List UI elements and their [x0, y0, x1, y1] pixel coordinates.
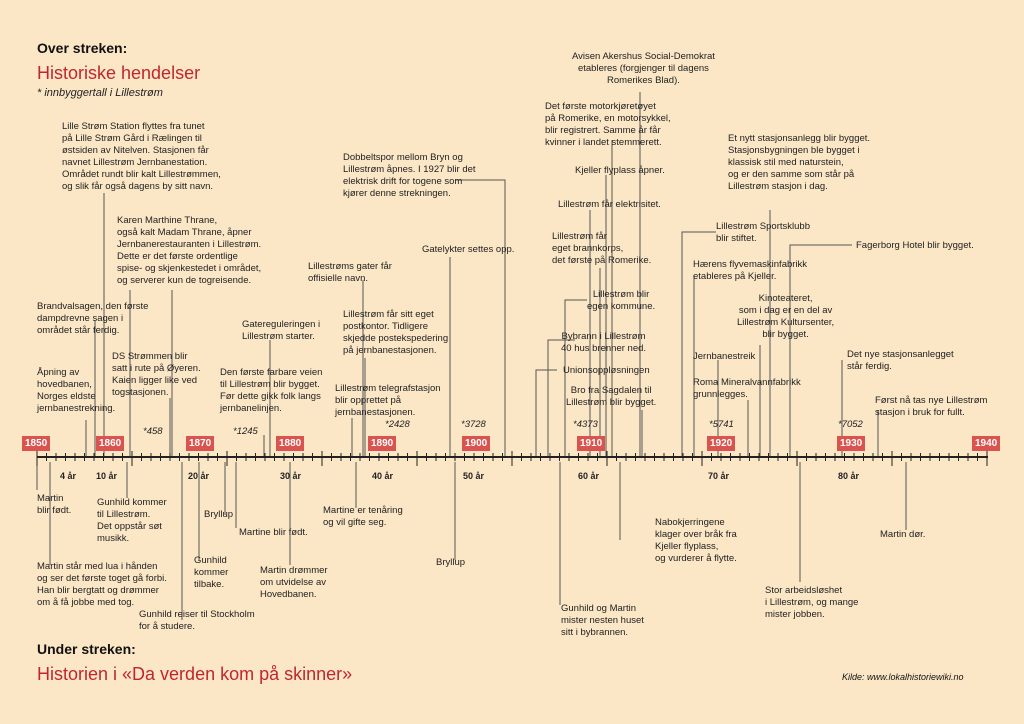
- event-label: Martin står med lua i hånden og ser det …: [37, 561, 167, 608]
- event-label: Lillestrøm Sportsklubb blir stiftet.: [716, 221, 810, 244]
- decade-label: 1870: [186, 436, 215, 451]
- event-label: Gunhild kommer til Lillestrøm. Det oppst…: [97, 497, 167, 544]
- event-label: Martin blir født.: [37, 493, 72, 516]
- source-credit: Kilde: www.lokalhistoriewiki.no: [842, 672, 964, 682]
- event-label: Karen Marthine Thrane, også kalt Madam T…: [117, 215, 262, 286]
- event-label: Gunhild reiser til Stockholm for å stude…: [139, 609, 255, 632]
- below-title: Historien i «Da verden kom på skinner»: [37, 664, 353, 684]
- population-marker: *1245: [233, 426, 258, 437]
- event-label: Bybrann i Lillestrøm 40 hus brenner ned.: [561, 331, 647, 354]
- event-label: Unionsoppløsningen: [563, 365, 650, 376]
- event-label: Det nye stasjonsanlegget står ferdig.: [847, 349, 954, 372]
- event-label: Lillestrøm får eget brannkorps, det førs…: [552, 231, 652, 266]
- main-axis: [36, 451, 988, 466]
- event-label: Lillestrøm telegrafstasjon blir opprette…: [335, 383, 441, 418]
- decade-label: 1930: [837, 436, 866, 451]
- age-label: 50 år: [463, 471, 485, 481]
- population-marker: *5741: [709, 419, 734, 430]
- event-label: Lillestrøms gater får offisielle navn.: [308, 261, 392, 284]
- event-label: Martine er tenåring og vil gifte seg.: [323, 505, 403, 528]
- population-marker: *7052: [838, 419, 863, 430]
- decade-label: 1850: [22, 436, 51, 451]
- population-marker: *4373: [573, 419, 598, 430]
- decade-label: 1920: [707, 436, 736, 451]
- event-label: Roma Mineralvannfabrikk grunnlegges.: [693, 377, 801, 400]
- event-label: Bryllup: [436, 557, 466, 568]
- event-label: Jernbanestreik: [693, 351, 756, 362]
- event-label: Gatelykter settes opp.: [422, 244, 515, 255]
- event-label: Avisen Akershus Social-Demokrat etablere…: [572, 51, 715, 86]
- above-title: Historiske hendelser: [37, 63, 201, 83]
- decade-label: 1890: [368, 436, 397, 451]
- age-label: 20 år: [188, 471, 210, 481]
- event-label: Brandvalsagen, den første dampdrevne sag…: [37, 301, 149, 336]
- event-label: Gunhild og Martin mister nesten huset si…: [561, 603, 644, 638]
- event-label: Åpning av hovedbanen, Norges eldste jern…: [37, 367, 116, 414]
- event-label: Martin dør.: [880, 529, 926, 540]
- decade-label: 1860: [96, 436, 125, 451]
- age-label: 4 år: [60, 471, 77, 481]
- event-label: Kjeller flyplass åpner.: [575, 165, 665, 176]
- age-label: 40 år: [372, 471, 394, 481]
- population-footnote: * innbyggertall i Lillestrøm: [37, 87, 163, 99]
- event-label: Et nytt stasjonsanlegg blir bygget. Stas…: [728, 133, 871, 192]
- event-label: Fagerborg Hotel blir bygget.: [856, 240, 974, 251]
- event-label: Lille Strøm Station flyttes fra tunet på…: [62, 121, 221, 192]
- event-label: Først nå tas nye Lillestrøm stasjon i br…: [875, 395, 988, 418]
- connector-lines: [36, 92, 907, 620]
- event-label: Det første motorkjøretøyet på Romerike, …: [545, 101, 671, 148]
- event-label: Dobbeltspor mellom Bryn og Lillestrøm åp…: [343, 152, 476, 199]
- event-label: Hærens flyvemaskinfabrikk etableres på K…: [693, 259, 808, 282]
- population-marker: *2428: [385, 419, 410, 430]
- event-label: Den første farbare veien til Lillestrøm …: [220, 367, 323, 414]
- event-label: Nabokjerringene klager over bråk fra Kje…: [655, 517, 737, 564]
- event-label: Martin drømmer om utvidelse av Hovedbane…: [260, 565, 328, 600]
- event-label: Gatereguleringen i Lillestrøm starter.: [242, 319, 321, 342]
- event-label: Gunhild kommer tilbake.: [194, 555, 229, 590]
- age-label: 60 år: [578, 471, 600, 481]
- event-label: Kinoteateret, som i dag er en del av Lil…: [737, 293, 835, 340]
- population-marker: *3728: [461, 419, 486, 430]
- below-label: Under streken:: [37, 641, 136, 657]
- decade-label: 1940: [972, 436, 1001, 451]
- event-label: Lillestrøm får sitt eget postkontor. Tid…: [343, 309, 449, 356]
- decade-label: 1880: [276, 436, 305, 451]
- decade-label: 1900: [462, 436, 491, 451]
- above-label: Over streken:: [37, 40, 128, 56]
- event-label: Lillestrøm blir egen kommune.: [587, 289, 656, 312]
- event-label: Bryllup: [204, 509, 234, 520]
- event-label: Martine blir født.: [239, 527, 308, 538]
- age-label: 80 år: [838, 471, 860, 481]
- age-label: 10 år: [96, 471, 118, 481]
- event-label: DS Strømmen blir satt i rute på Øyeren. …: [112, 351, 201, 398]
- decade-label: 1910: [577, 436, 606, 451]
- population-marker: *458: [143, 426, 163, 437]
- event-label: Bro fra Sagdalen til Lillestrøm blir byg…: [566, 385, 657, 408]
- event-label: Stor arbeidsløshet i Lillestrøm, og mang…: [765, 585, 859, 620]
- age-label: 30 år: [280, 471, 302, 481]
- event-label: Lillestrøm får elektrisitet.: [558, 199, 661, 210]
- age-label: 70 år: [708, 471, 730, 481]
